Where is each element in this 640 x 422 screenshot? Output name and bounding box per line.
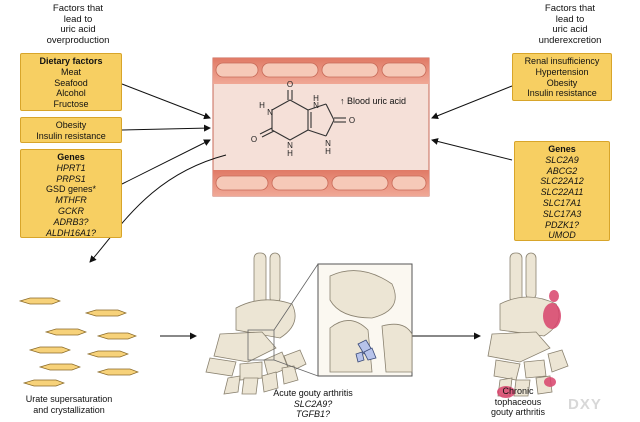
endothelial-cells-bottom: [215, 175, 427, 191]
crystal: [28, 346, 71, 354]
gene-item: SLC2A9: [545, 154, 579, 165]
overproduction-header: Factors that lead to uric acid overprodu…: [30, 3, 126, 46]
gene-item: PRPS1: [56, 173, 86, 184]
box-item: Obesity: [546, 77, 578, 88]
header-line: overproduction: [46, 34, 110, 46]
crystal: [86, 350, 129, 358]
blood-uric-acid-label: ↑ Blood uric acid: [340, 96, 406, 106]
chronic-arthritis-caption: Chronic tophaceous gouty arthritis: [478, 386, 558, 418]
metabolic-factors-box: Obesity Insulin resistance: [20, 117, 122, 143]
caption-line: Acute gouty arthritis: [273, 388, 353, 398]
header-line: uric acid: [60, 24, 96, 35]
arrow-genes-left: [121, 139, 211, 185]
box-item: Obesity: [55, 120, 87, 130]
underexcretion-genes-box: Genes SLC2A9 ABCG2 SLC22A12 SLC22A11 SLC…: [514, 141, 610, 241]
gene-item: PDZK1?: [544, 219, 579, 230]
gene-item: ALDH16A1?: [45, 227, 97, 238]
gene-item: TGFB1?: [295, 409, 330, 419]
arrow-to-crystals: [89, 154, 227, 263]
arrow-obesity: [121, 124, 211, 132]
header-line: underexcretion: [538, 34, 602, 46]
atom-label: N: [287, 141, 293, 150]
atom-label: O: [287, 80, 293, 89]
atom-label: O: [349, 116, 355, 125]
gene-item: SLC2A9?: [293, 398, 333, 409]
header-line: lead to: [63, 13, 93, 25]
gene-item: SLC22A11: [540, 187, 584, 198]
blood-uric-acid-text: Blood uric acid: [347, 96, 407, 106]
underexcretion-header: Factors that lead to uric acid underexcr…: [520, 3, 620, 46]
atom-label: H: [259, 101, 265, 110]
box-title: Dietary factors: [39, 56, 103, 66]
box-item: Insulin resistance: [36, 130, 106, 141]
gene-item: ADRB3?: [53, 216, 89, 227]
arrow-genes-right: [431, 138, 513, 161]
increase-arrow-icon: ↑: [340, 96, 345, 106]
arrow-dietary: [121, 83, 211, 120]
caption-line: and crystallization: [33, 404, 105, 415]
atom-label: H: [287, 149, 293, 158]
uric-acid-molecule: [259, 90, 346, 141]
acute-foot-illustration: [205, 252, 307, 395]
atom-label: N: [267, 108, 273, 117]
molecule-atom-labels: O H N H N O N H N H O: [251, 80, 355, 158]
gene-item: GSD genes*: [45, 184, 97, 195]
watermark: DXY: [568, 396, 602, 413]
atom-label: N: [313, 101, 319, 110]
arrow-renal: [431, 85, 513, 120]
header-line: uric acid: [552, 24, 588, 35]
gene-item: SLC22A12: [540, 176, 584, 187]
crystal: [96, 332, 137, 340]
dietary-factors-box: Dietary factors Meat Seafood Alcohol Fru…: [20, 53, 122, 111]
header-line: Factors that: [52, 3, 104, 14]
caption-line: tophaceous: [494, 396, 542, 407]
gene-item: SLC17A1: [542, 197, 582, 208]
arrows: [89, 83, 513, 340]
caption-line: Chronic: [502, 386, 534, 396]
acute-arthritis-caption: Acute gouty arthritis SLC2A9? TGFB1?: [258, 388, 368, 420]
overproduction-genes-box: Genes HPRT1 PRPS1 GSD genes* MTHFR GCKR …: [20, 149, 122, 238]
header-line: Factors that: [544, 3, 596, 14]
endothelial-cells-top: [215, 62, 427, 78]
box-item: Alcohol: [56, 88, 86, 99]
atom-label: N: [325, 139, 331, 148]
gene-item: HPRT1: [56, 162, 86, 173]
underexcretion-conditions-box: Renal insufficiency Hypertension Obesity…: [512, 53, 612, 101]
crystal: [96, 368, 139, 376]
box-title: Genes: [57, 152, 85, 162]
zoom-inset: [247, 263, 413, 377]
gene-item: MTHFR: [55, 195, 87, 206]
gene-item: GCKR: [57, 205, 84, 216]
crystal: [84, 309, 127, 317]
crystal: [22, 379, 65, 387]
caption-line: Urate supersaturation: [25, 394, 113, 404]
atom-label: H: [325, 147, 331, 156]
joint-crystals: [355, 339, 377, 363]
box-item: Insulin resistance: [527, 88, 597, 99]
atom-label: O: [251, 135, 257, 144]
box-item: Hypertension: [535, 66, 589, 77]
crystal: [44, 328, 87, 336]
caption-line: gouty arthritis: [490, 407, 546, 417]
box-item: Meat: [60, 66, 81, 77]
blood-vessel: [212, 57, 430, 197]
gene-item: ABCG2: [546, 165, 578, 176]
header-line: lead to: [555, 13, 585, 25]
crystal: [18, 297, 61, 305]
urate-crystals: [18, 297, 139, 387]
gene-item: UMOD: [548, 230, 576, 241]
crystallization-caption: Urate supersaturation and crystallizatio…: [14, 394, 124, 415]
tophi: [497, 290, 561, 398]
gene-item: SLC17A3: [542, 208, 582, 219]
box-item: Renal insufficiency: [524, 56, 600, 66]
box-title: Genes: [548, 144, 576, 154]
atom-label: H: [313, 94, 319, 103]
box-item: Seafood: [54, 77, 88, 88]
box-item: Fructose: [53, 99, 89, 110]
crystal: [38, 363, 81, 371]
